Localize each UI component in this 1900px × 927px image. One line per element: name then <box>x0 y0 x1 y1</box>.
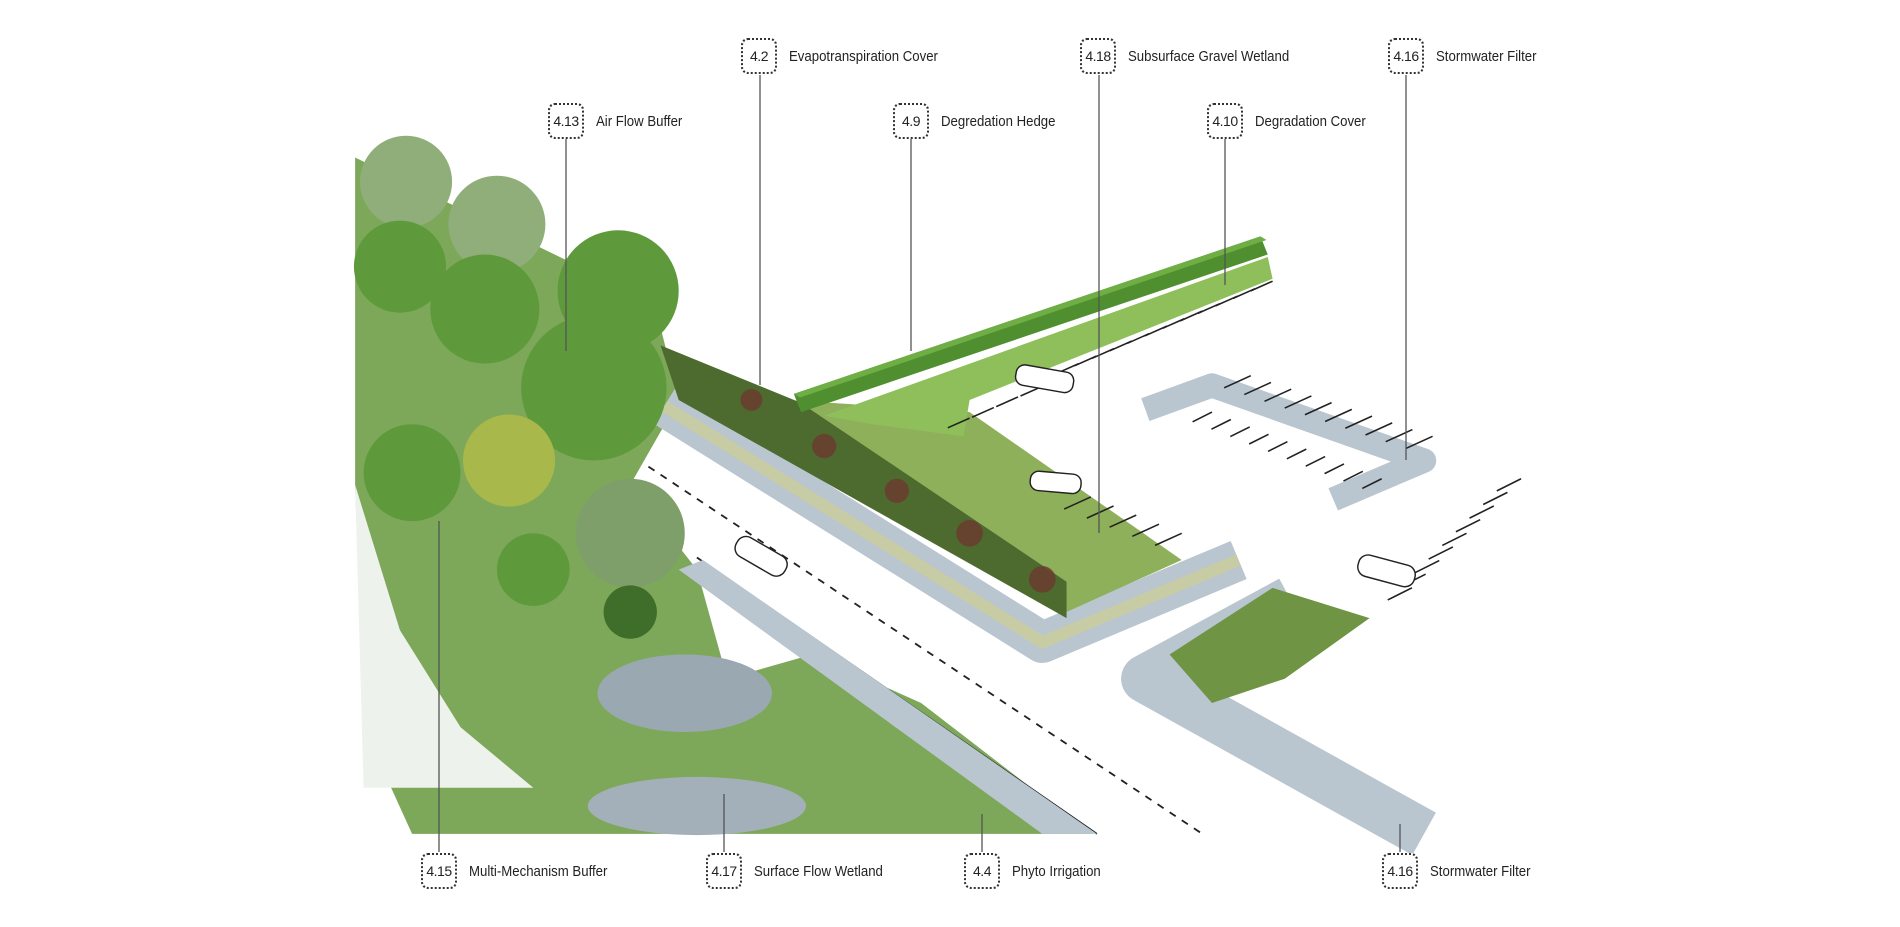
callout-label: Phyto Irrigation <box>1012 862 1101 880</box>
parking-stripe <box>1428 546 1454 560</box>
parking-stripe <box>1086 505 1114 519</box>
parking-stripe <box>1361 478 1383 490</box>
pond-upper <box>597 654 773 733</box>
parking-stripe <box>971 406 995 418</box>
parking-stripe <box>1286 448 1307 460</box>
car <box>1014 364 1075 394</box>
parking-stripe <box>1482 491 1508 506</box>
parking-stripes <box>947 280 1522 601</box>
subsurface-gravel-wetland <box>787 399 1182 613</box>
callout-code: 4.18 <box>1080 38 1116 74</box>
parking-stripe <box>1496 478 1522 492</box>
parking-stripe <box>1469 505 1495 519</box>
callout-code: 4.16 <box>1382 853 1418 889</box>
car <box>734 535 788 577</box>
callout-stormwater-filter-top: 4.16 Stormwater Filter <box>1388 37 1550 75</box>
pond-lower <box>587 776 806 836</box>
degradation-hedge-top <box>793 236 1267 398</box>
callout-code: 4.15 <box>421 853 457 889</box>
callout-code: 4.16 <box>1388 38 1424 74</box>
car <box>1029 470 1082 495</box>
parking-stripe <box>1243 381 1272 396</box>
parking-stripe <box>1414 559 1440 574</box>
callout-code: 4.10 <box>1207 103 1243 139</box>
parking-stripe <box>1264 388 1292 403</box>
callout-label: Air Flow Buffer <box>596 112 683 130</box>
callout-label: Stormwater Filter <box>1436 47 1537 65</box>
parking-stripe <box>1385 428 1413 443</box>
parking-stripe <box>1063 496 1092 510</box>
callout-label: Multi-Mechanism Buffer <box>469 862 608 880</box>
parking-stripe <box>1365 422 1393 436</box>
trees <box>353 135 685 639</box>
parking-stripe <box>1304 401 1332 416</box>
parking-stripe <box>1109 514 1137 528</box>
callout-code: 4.2 <box>741 38 777 74</box>
callout-label: Stormwater Filter <box>1430 862 1531 880</box>
road-centerline <box>647 465 1207 838</box>
parking-stripe <box>1154 532 1183 547</box>
parking-stripe <box>1305 455 1326 467</box>
parking-stripe <box>1192 411 1213 423</box>
callout-label: Degredation Hedge <box>941 112 1056 130</box>
parking-stripe <box>947 417 970 429</box>
car <box>1357 554 1416 588</box>
parking-stripe <box>1324 463 1345 475</box>
callout-label: Degradation Cover <box>1255 112 1366 130</box>
buffer-vegetation-ground <box>355 157 1091 834</box>
callout-air-flow-buffer: 4.13 Air Flow Buffer <box>548 102 694 140</box>
degradation-cover <box>824 256 1273 437</box>
evapotranspiration-shrubs <box>660 345 1067 619</box>
corner-planting <box>1169 587 1370 703</box>
callout-label: Evapotranspiration Cover <box>789 47 938 65</box>
parking-stripe <box>1455 518 1481 533</box>
cars <box>734 364 1416 588</box>
callout-label: Subsurface Gravel Wetland <box>1128 47 1290 65</box>
parking-stripe <box>1284 395 1312 409</box>
callout-degradation-hedge: 4.9 Degredation Hedge <box>893 102 1071 140</box>
callout-phyto-irrigation: 4.4 Phyto Irrigation <box>964 852 1113 890</box>
callout-degradation-cover: 4.10 Degradation Cover <box>1207 102 1381 140</box>
parking-stripe <box>1211 418 1232 430</box>
parking-stripe <box>995 396 1019 408</box>
callout-code: 4.9 <box>893 103 929 139</box>
callout-subsurface-gravel-wetland: 4.18 Subsurface Gravel Wetland <box>1080 37 1311 75</box>
red-shrub-cluster <box>740 389 1056 593</box>
callout-label: Surface Flow Wetland <box>754 862 883 880</box>
parking-stripe <box>1343 470 1364 482</box>
callout-surface-flow-wetland: 4.17 Surface Flow Wetland <box>706 852 900 890</box>
median-gravel-highlight <box>660 400 1242 649</box>
roadside-gravel <box>678 559 1097 834</box>
parking-stripe <box>1131 523 1160 538</box>
parking-stripe <box>1441 532 1467 547</box>
callout-code: 4.4 <box>964 853 1000 889</box>
parking-stripe <box>1267 441 1288 453</box>
parking-stripe <box>1324 408 1353 423</box>
parking-stripe <box>1387 587 1413 601</box>
callout-code: 4.17 <box>706 853 742 889</box>
parking-stripe <box>1405 435 1433 450</box>
mist-edge <box>355 484 534 788</box>
leader-lines <box>438 75 1407 852</box>
degradation-hedge <box>793 236 1268 413</box>
callout-evapotranspiration-cover: 4.2 Evapotranspiration Cover <box>741 37 958 75</box>
callout-stormwater-filter-bottom: 4.16 Stormwater Filter <box>1382 852 1544 890</box>
callout-multi-mechanism-buffer: 4.15 Multi-Mechanism Buffer <box>421 852 626 890</box>
parking-stripe <box>1223 375 1252 389</box>
parking-stripe <box>1248 433 1269 445</box>
parking-stripe <box>1229 426 1251 438</box>
callout-code: 4.13 <box>548 103 584 139</box>
parking-stripe <box>1344 415 1373 429</box>
